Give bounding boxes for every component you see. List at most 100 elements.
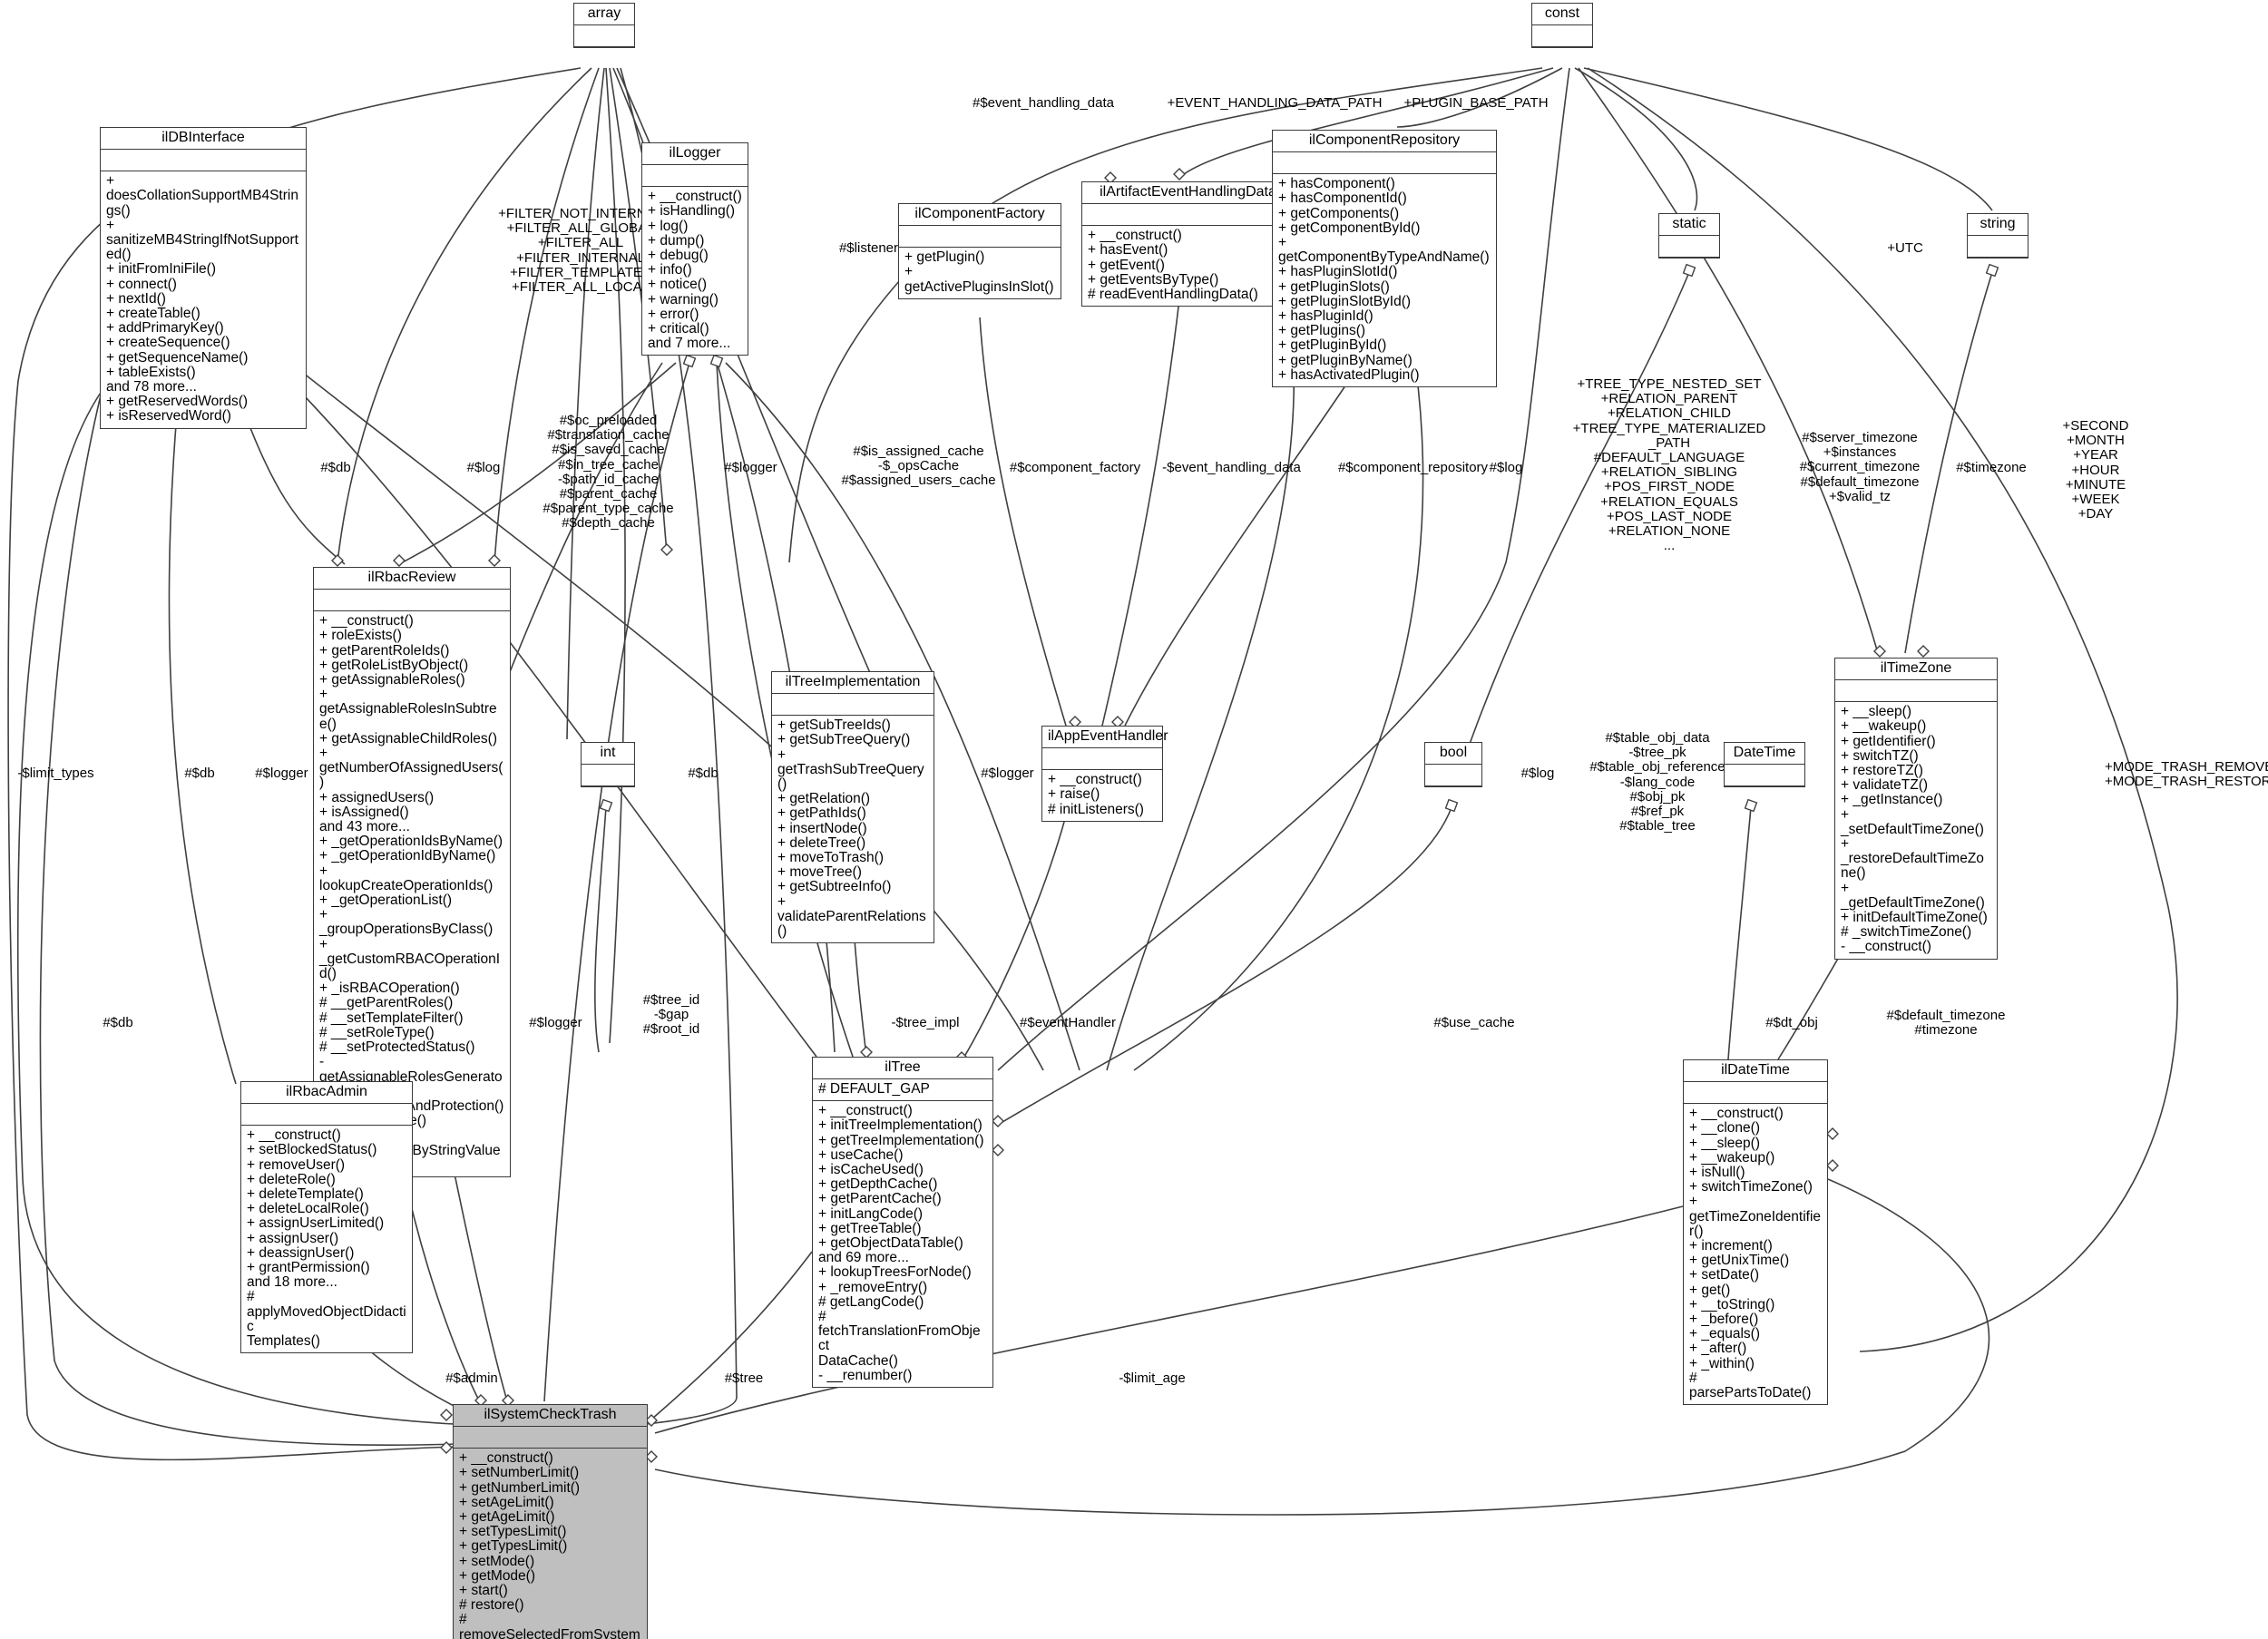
uml-operation-row: + __toString()	[1689, 1296, 1775, 1312]
uml-class-ilLogger[interactable]: ilLogger+ __construct()+ isHandling()+ l…	[641, 142, 748, 356]
uml-class-ilComponentRepository[interactable]: ilComponentRepository+ hasComponent()+ h…	[1272, 130, 1497, 388]
uml-operation-row: + getReservedWords()	[106, 394, 249, 410]
uml-operation-row: + getComponentByTypeAndName()	[1278, 235, 1490, 266]
uml-class-title: ilTree	[813, 1058, 992, 1080]
uml-operation-row: # __setTemplateFilter()	[319, 1010, 464, 1026]
uml-operation-row: + _getDefaultTimeZone()	[1841, 880, 1985, 911]
uml-operation-row: + hasPluginSlotId()	[1278, 264, 1398, 280]
uml-operation-row: + useCache()	[818, 1146, 904, 1163]
uml-operation-row: + getParentCache()	[818, 1191, 942, 1207]
uml-operation-row: + getAgeLimit()	[459, 1509, 555, 1526]
uml-operation-row: + setBlockedStatus()	[247, 1142, 377, 1158]
uml-class-attributes	[1042, 748, 1162, 771]
uml-operation-row: + getSubtreeInfo()	[777, 879, 892, 895]
uml-class-operations: + __construct()+ raise()# initListeners(…	[1042, 770, 1162, 821]
uml-operation-row: + doesCollationSupportMB4Strings()	[106, 173, 298, 219]
uml-class-title: string	[1968, 214, 2028, 237]
uml-operation-row: + getPluginById()	[1278, 337, 1387, 354]
uml-operation-row: + getPluginSlotById()	[1278, 293, 1412, 309]
uml-operation-row: + __construct()	[1048, 772, 1142, 788]
uml-class-ilSystemCheckTrash[interactable]: ilSystemCheckTrash+ __construct()+ setNu…	[453, 1404, 648, 1639]
uml-operation-row: + getParentRoleIds()	[319, 642, 450, 659]
edge-label-lbl-timezone-1: #$timezone	[1956, 460, 2027, 475]
uml-operation-row: + increment()	[1689, 1238, 1773, 1254]
uml-class-operations: + __construct()+ isHandling()+ log()+ du…	[642, 187, 748, 355]
uml-operation-row: + __construct()	[648, 189, 742, 205]
uml-operation-row: + getSubTreeQuery()	[777, 732, 911, 748]
uml-operation-row: + _getInstance()	[1841, 792, 1943, 808]
uml-operation-row: + sanitizeMB4StringIfNotSupported()	[106, 217, 298, 263]
uml-operation-row: + assignedUsers()	[319, 789, 435, 805]
uml-operation-row: + __construct()	[1689, 1106, 1784, 1122]
edge-label-lbl-mode-trash: +MODE_TRASH_REMOVE +MODE_TRASH_RESTORE	[2105, 759, 2268, 790]
uml-operation-row: + createSequence()	[106, 335, 230, 351]
uml-class-ilTreeImplementation[interactable]: ilTreeImplementation+ getSubTreeIds()+ g…	[771, 671, 934, 944]
uml-operation-row: + validateTZ()	[1841, 777, 1929, 794]
uml-operation-row: and 43 more...	[319, 819, 410, 835]
edge-label-lbl-log-3: #$log	[1520, 766, 1555, 781]
uml-operation-row: + initTreeImplementation()	[818, 1117, 982, 1134]
uml-operation-row: + connect()	[106, 276, 177, 292]
uml-class-static[interactable]: static	[1658, 213, 1720, 259]
uml-operation-row: + deleteLocalRole()	[247, 1201, 369, 1217]
uml-class-title: ilArtifactEventHandlingData	[1082, 182, 1294, 205]
uml-class-title: ilComponentFactory	[899, 204, 1061, 227]
uml-class-title: DateTime	[1725, 743, 1804, 766]
uml-class-ilRbacAdmin[interactable]: ilRbacAdmin+ __construct()+ setBlockedSt…	[240, 1081, 413, 1354]
uml-class-int[interactable]: int	[581, 742, 635, 788]
uml-class-title: bool	[1425, 743, 1481, 766]
edge-label-lbl-server-timezone: #$server_timezone +$instances #$current_…	[1799, 430, 1921, 504]
uml-operation-row: + _groupOperationsByClass()	[319, 907, 494, 938]
uml-class-attributes	[1425, 765, 1481, 787]
uml-class-DateTime[interactable]: DateTime	[1724, 742, 1805, 788]
uml-operation-row: + log()	[648, 218, 689, 234]
uml-class-ilArtifactEventHandlingData[interactable]: ilArtifactEventHandlingData+ __construct…	[1081, 181, 1295, 307]
uml-operation-row: + hasComponentId()	[1278, 190, 1407, 207]
edge-label-lbl-soc-preloaded: #$oc_preloaded #$translation_cache #$is_…	[543, 413, 674, 532]
uml-operation-row: + hasEvent()	[1088, 242, 1168, 259]
uml-class-attributes	[1273, 152, 1496, 175]
uml-class-attributes	[101, 150, 306, 172]
edge-label-lbl-event-handler: #$eventHandler	[1020, 1015, 1116, 1030]
uml-class-string[interactable]: string	[1967, 213, 2028, 259]
uml-class-ilAppEventHandler[interactable]: ilAppEventHandler+ __construct()+ raise(…	[1041, 726, 1168, 822]
edge-label-lbl-limit-types: -$limit_types	[17, 766, 94, 781]
uml-class-bool[interactable]: bool	[1424, 742, 1482, 788]
uml-operation-row: + _after()	[1689, 1341, 1747, 1357]
uml-class-operations: + __sleep()+ __wakeup()+ getIdentifier()…	[1835, 702, 1997, 958]
uml-attribute-row: # DEFAULT_GAP	[818, 1081, 930, 1098]
uml-class-const[interactable]: const	[1531, 3, 1593, 49]
uml-operation-row: + roleExists()	[319, 628, 402, 644]
uml-class-ilDateTime[interactable]: ilDateTime+ __construct()+ __clone()+ __…	[1683, 1059, 1828, 1406]
uml-operation-row: + start()	[459, 1583, 508, 1599]
edge-label-lbl-db-3: #$db	[688, 766, 719, 781]
uml-operation-row: + raise()	[1048, 786, 1100, 803]
uml-operation-row: + __clone()	[1689, 1120, 1760, 1137]
edge-label-lbl-logger-2: #$logger	[255, 766, 308, 781]
uml-operation-row: + addPrimaryKey()	[106, 320, 224, 337]
uml-operation-row: + getRoleListByObject()	[319, 657, 469, 673]
uml-operation-row: # getLangCode()	[818, 1293, 924, 1310]
uml-operation-row: + grantPermission()	[247, 1260, 370, 1276]
uml-class-ilDBInterface[interactable]: ilDBInterface+ doesCollationSupportMB4St…	[100, 127, 307, 429]
uml-class-attributes	[1684, 1082, 1827, 1105]
uml-class-ilTimeZone[interactable]: ilTimeZone+ __sleep()+ __wakeup()+ getId…	[1834, 658, 1998, 960]
uml-class-ilComponentFactory[interactable]: ilComponentFactory+ getPlugin()+ getActi…	[898, 203, 1061, 299]
uml-operation-row: + getRelation()	[777, 791, 871, 807]
uml-operation-row: and 69 more...	[818, 1250, 909, 1266]
uml-class-ilTree[interactable]: ilTree# DEFAULT_GAP+ __construct()+ init…	[812, 1057, 993, 1389]
uml-class-operations: + __construct()+ setNumberLimit()+ getNu…	[454, 1449, 647, 1639]
uml-class-attributes	[314, 590, 510, 612]
uml-operation-row: + nextId()	[106, 290, 166, 307]
uml-class-array[interactable]: array	[573, 3, 635, 49]
uml-class-attributes	[1968, 236, 2028, 259]
uml-operation-row: + _setDefaultTimeZone()	[1841, 806, 1984, 837]
uml-operation-row: + _restoreDefaultTimeZone()	[1841, 836, 1984, 882]
uml-operation-row: + getAssignableChildRoles()	[319, 730, 498, 746]
uml-operation-row: + _isRBACOperation()	[319, 980, 460, 997]
uml-operation-row: # readEventHandlingData()	[1088, 287, 1258, 303]
uml-operation-row: + getDepthCache()	[818, 1176, 938, 1193]
uml-operation-row: + get()	[1689, 1282, 1731, 1298]
uml-class-attributes	[241, 1104, 412, 1127]
uml-operation-row: + validateParentRelations()	[777, 893, 926, 940]
